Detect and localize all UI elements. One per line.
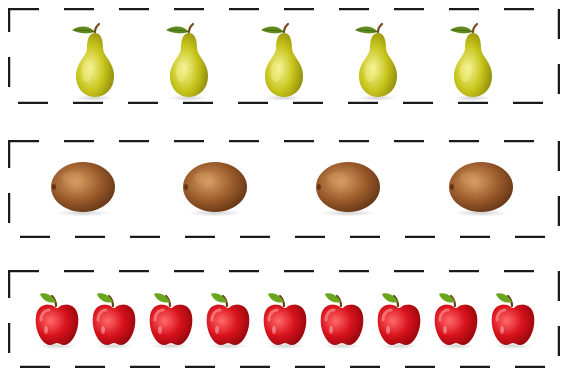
pear-row-dashed-border: [8, 8, 560, 104]
apple-icon: [149, 293, 193, 349]
kiwi-icon: [183, 162, 247, 217]
kiwi-icon: [316, 162, 380, 217]
pear-row-items: [8, 8, 560, 104]
kiwi-row: [8, 140, 560, 238]
apple-icon: [206, 293, 250, 349]
pear-icon: [450, 22, 492, 101]
apple-row-items: [8, 270, 560, 368]
kiwi-row-items: [8, 140, 560, 238]
apple-row: [8, 270, 560, 368]
apple-row-dashed-border: [8, 270, 560, 368]
pear-icon: [72, 22, 114, 101]
apple-icon: [35, 293, 79, 349]
apple-icon: [263, 293, 307, 349]
apple-icon: [320, 293, 364, 349]
kiwi-icon: [449, 162, 513, 217]
apple-icon: [491, 293, 535, 349]
apple-icon: [92, 293, 136, 349]
apple-icon: [434, 293, 478, 349]
kiwi-icon: [51, 162, 115, 217]
pear-icon: [355, 22, 397, 101]
kiwi-row-dashed-border: [8, 140, 560, 238]
pear-icon: [166, 22, 208, 101]
pear-icon: [261, 22, 303, 101]
apple-icon: [377, 293, 421, 349]
pear-row: [8, 8, 560, 104]
